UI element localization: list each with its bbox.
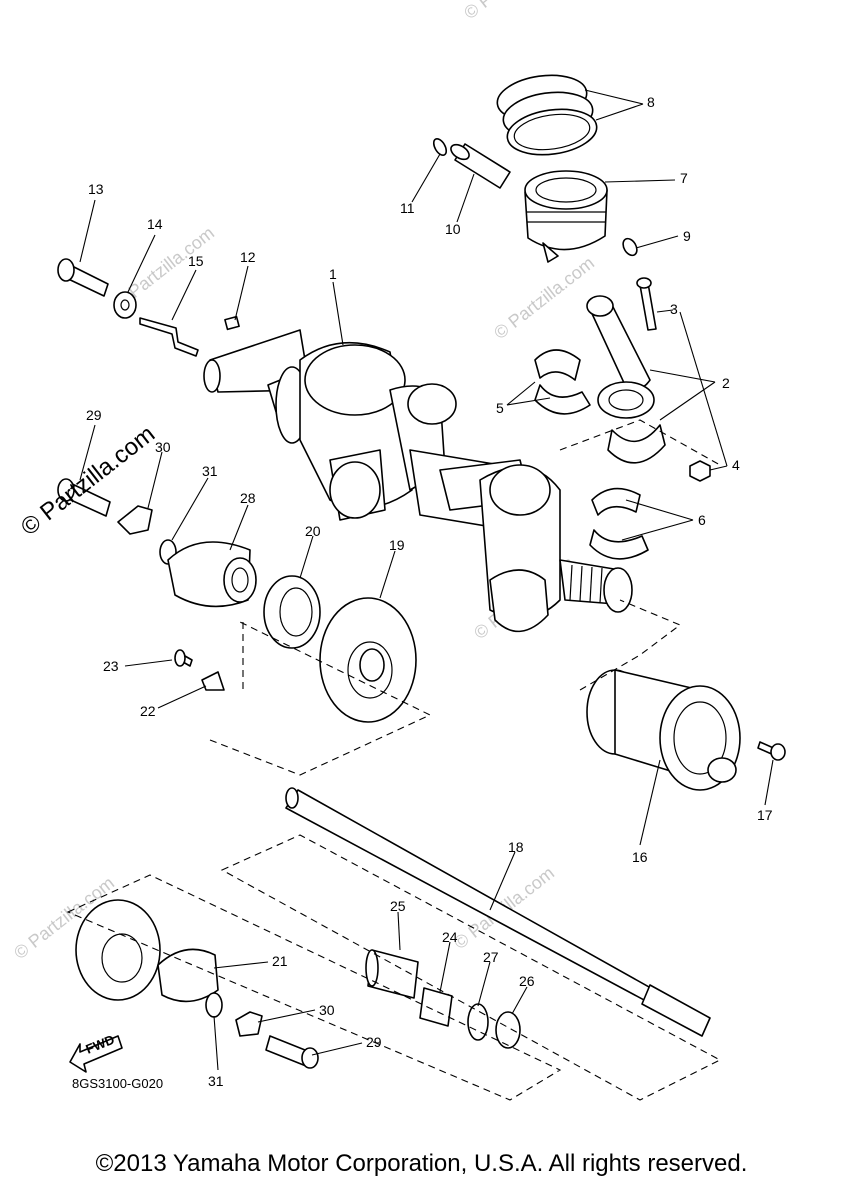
copyright-notice: ©2013 Yamaha Motor Corporation, U.S.A. A… <box>95 1150 748 1177</box>
callout-3: 3 <box>670 301 678 317</box>
rod-bolt <box>636 277 657 331</box>
callout-24: 24 <box>442 929 458 945</box>
callout-13: 13 <box>88 181 104 197</box>
callout-11: 11 <box>400 200 415 216</box>
callout-8: 8 <box>647 94 655 110</box>
callout-22: 22 <box>140 703 156 719</box>
callout-15: 15 <box>188 253 204 269</box>
callout-5: 5 <box>496 400 504 416</box>
bolt-17 <box>757 741 786 761</box>
callout-4: 4 <box>732 457 740 473</box>
callout-19: 19 <box>389 537 405 553</box>
callout-20: 20 <box>305 523 321 539</box>
balancer-gear-19 <box>319 597 417 723</box>
callout-14: 14 <box>147 216 163 232</box>
plate-15 <box>139 317 199 357</box>
lock-washer-30-upper <box>117 505 153 535</box>
bearing-housing-16 <box>586 669 741 791</box>
circlip-9 <box>622 237 638 257</box>
callout-numbers: 13 14 15 12 1 8 7 9 11 10 3 2 4 5 6 29 3… <box>86 94 773 1089</box>
callout-31-upper: 31 <box>202 463 218 479</box>
rod-bearings <box>534 349 591 415</box>
callout-21: 21 <box>272 953 288 969</box>
leader-lines <box>79 89 774 1071</box>
callout-29-upper: 29 <box>86 407 102 423</box>
main-bearings <box>589 487 649 560</box>
balancer-weight-28 <box>167 541 257 608</box>
diagram-code: 8GS3100-G020 <box>72 1076 163 1091</box>
piston-pin <box>450 143 511 189</box>
callout-2: 2 <box>722 375 730 391</box>
watermark-6: © Partzilla.com <box>460 0 568 23</box>
callout-25: 25 <box>390 898 406 914</box>
screw-23 <box>174 649 193 667</box>
callout-10: 10 <box>445 221 461 237</box>
callout-31-lower: 31 <box>208 1073 224 1089</box>
callout-18: 18 <box>508 839 524 855</box>
weight-21 <box>157 948 219 1003</box>
bolt-29-upper <box>57 478 111 517</box>
callout-28: 28 <box>240 490 256 506</box>
assembly-outlines <box>66 419 722 1101</box>
callout-16: 16 <box>632 849 648 865</box>
callout-17: 17 <box>757 807 773 823</box>
rod-nut <box>689 460 711 482</box>
gear-21 <box>75 899 161 1001</box>
balancer-shaft-18 <box>285 787 711 1037</box>
callout-1: 1 <box>329 266 337 282</box>
washer-14 <box>113 291 137 319</box>
piston <box>524 170 608 263</box>
bearing-20 <box>263 575 321 649</box>
callout-23: 23 <box>103 658 119 674</box>
callout-29-lower: 29 <box>366 1034 382 1050</box>
callout-12: 12 <box>240 249 256 265</box>
washer-31-lower <box>205 992 223 1018</box>
circlip-11 <box>432 138 448 156</box>
plate-22 <box>201 671 225 691</box>
callout-30-lower: 30 <box>319 1002 335 1018</box>
callout-30-upper: 30 <box>155 439 171 455</box>
lock-washer-30-lower <box>235 1011 263 1037</box>
watermark-2: © Partzilla.com <box>490 253 598 343</box>
fwd-arrow: FWD <box>69 1032 123 1073</box>
bolt-29-lower <box>265 1035 319 1069</box>
callout-6: 6 <box>698 512 706 528</box>
crankshaft <box>203 329 633 633</box>
bolt-13 <box>57 258 109 297</box>
callout-9: 9 <box>683 228 691 244</box>
callout-27: 27 <box>483 949 499 965</box>
washer-26 <box>495 1011 521 1049</box>
collar-25 <box>365 949 419 999</box>
piston-rings <box>496 74 598 156</box>
key-12 <box>224 315 240 331</box>
needle-bearing-24 <box>419 987 453 1027</box>
callout-26: 26 <box>519 973 535 989</box>
callout-7: 7 <box>680 170 688 186</box>
connecting-rod <box>586 295 666 464</box>
